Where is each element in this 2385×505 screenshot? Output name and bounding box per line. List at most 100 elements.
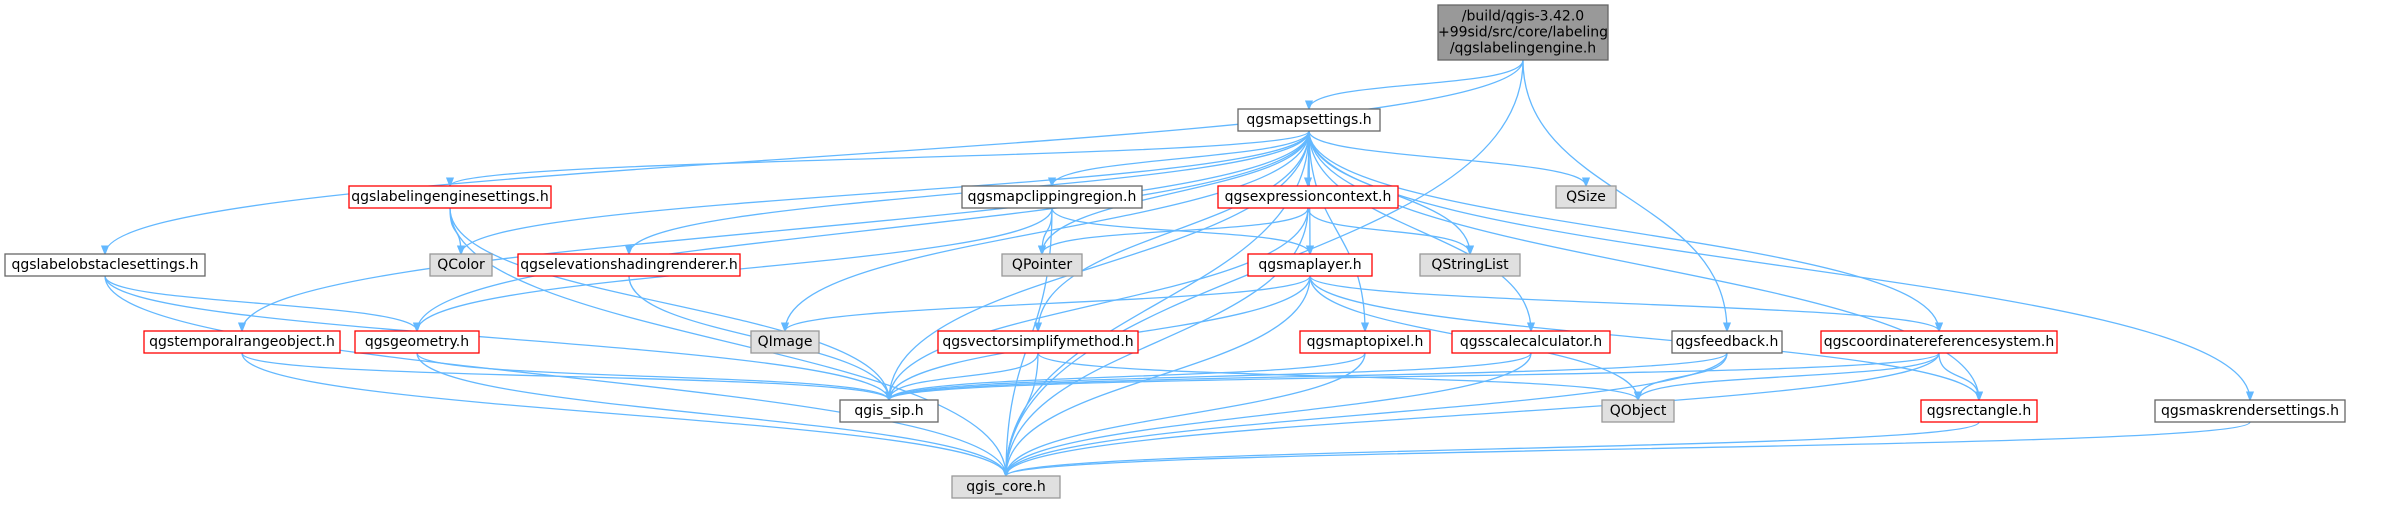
- node-label-qgstemporalrangeobject: qgstemporalrangeobject.h: [149, 334, 335, 350]
- node-label-qgscoordinatereferencesystem: qgscoordinatereferencesystem.h: [1824, 334, 2055, 350]
- node-box-qgscoordinatereferencesystem[interactable]: [1820, 330, 2058, 354]
- node-qobject[interactable]: QObject: [1601, 399, 1675, 423]
- node-box-qgselevationshadingrenderer[interactable]: [517, 253, 741, 277]
- edge-root-to-qgslabelobstaclesettings: [105, 59, 1524, 254]
- node-box-qgstemporalrangeobject[interactable]: [143, 330, 341, 354]
- edge-qgslabelingenginesettings-to-qgis_sip: [449, 207, 889, 400]
- node-box-qgslabelobstaclesettings[interactable]: [4, 253, 206, 277]
- node-label-qpointer: QPointer: [1012, 257, 1072, 273]
- edge-qgslabelingenginesettings-to-qgis_core: [449, 207, 1006, 476]
- node-label-qcolor: QColor: [437, 257, 485, 273]
- node-qimage[interactable]: QImage: [750, 330, 820, 354]
- node-box-qgsfeedback[interactable]: [1671, 330, 1783, 354]
- node-qgselevationshadingrenderer[interactable]: qgselevationshadingrenderer.h: [517, 253, 741, 277]
- node-box-qgsscalecalculator[interactable]: [1451, 330, 1611, 354]
- edge-qgscoordinatereferencesystem-to-qobject: [1638, 352, 1940, 400]
- edge-qgsgeometry-to-qgis_core: [416, 352, 1006, 476]
- node-qgsmaptopixel[interactable]: qgsmaptopixel.h: [1299, 330, 1431, 354]
- edge-root-to-qgsfeedback: [1522, 59, 1727, 331]
- node-label-qgsfeedback: qgsfeedback.h: [1676, 334, 1779, 350]
- edge-qgsmapsettings-to-qcolor: [461, 130, 1310, 254]
- edge-qgsmapsettings-to-qpointer: [1042, 130, 1310, 254]
- edge-qgsexpressioncontext-to-qstringlist: [1307, 207, 1470, 254]
- edge-qgsmapsettings-to-qgsmaptopixel: [1308, 130, 1365, 331]
- node-qgscoordinatereferencesystem[interactable]: qgscoordinatereferencesystem.h: [1820, 330, 2058, 354]
- node-qgsmapclippingregion[interactable]: qgsmapclippingregion.h: [961, 185, 1143, 209]
- node-box-qimage[interactable]: [750, 330, 820, 354]
- node-label-qgsvectorsimplifymethod: qgsvectorsimplifymethod.h: [942, 334, 1133, 350]
- edge-qgsexpressioncontext-to-qpointer: [1042, 207, 1309, 254]
- edge-qgsvectorsimplifymethod-to-qgis_sip: [889, 352, 1039, 400]
- node-qpointer[interactable]: QPointer: [1001, 253, 1083, 277]
- file-nodes: /build/qgis-3.42.0+99sid/src/core/labeli…: [4, 4, 2346, 499]
- node-label-qgis_sip: qgis_sip.h: [854, 403, 923, 419]
- node-box-qgsgeometry[interactable]: [354, 330, 480, 354]
- node-qstringlist[interactable]: QStringList: [1419, 253, 1521, 277]
- node-box-qgsexpressioncontext[interactable]: [1217, 185, 1399, 209]
- node-label-root-line-3: /qgslabelingengine.h: [1450, 41, 1596, 57]
- node-box-root[interactable]: [1437, 4, 1609, 61]
- edge-qgsmaskrendersettings-to-qgis_core: [1006, 421, 2251, 476]
- node-box-qgsvectorsimplifymethod[interactable]: [937, 330, 1139, 354]
- node-box-qcolor[interactable]: [429, 253, 493, 277]
- edge-qgsscalecalculator-to-qgis_sip: [889, 352, 1532, 401]
- node-qgsrectangle[interactable]: qgsrectangle.h: [1920, 399, 2038, 423]
- node-qgsmaskrendersettings[interactable]: qgsmaskrendersettings.h: [2154, 399, 2346, 423]
- node-box-qobject[interactable]: [1601, 399, 1675, 423]
- edge-qgscoordinatereferencesystem-to-qgis_sip: [889, 352, 1940, 400]
- node-label-qgsmaptopixel: qgsmaptopixel.h: [1307, 334, 1424, 350]
- node-box-qgis_sip[interactable]: [839, 399, 939, 423]
- node-qgstemporalrangeobject[interactable]: qgstemporalrangeobject.h: [143, 330, 341, 354]
- node-qgslabelingenginesettings[interactable]: qgslabelingenginesettings.h: [348, 185, 552, 209]
- node-qgsmapsettings[interactable]: qgsmapsettings.h: [1237, 108, 1381, 132]
- edge-qgscoordinatereferencesystem-to-qgsrectangle: [1938, 352, 1979, 400]
- edge-qgsmapsettings-to-qgstemporalrangeobject: [242, 130, 1310, 331]
- node-qgsexpressioncontext[interactable]: qgsexpressioncontext.h: [1217, 185, 1399, 209]
- node-box-qgslabelingenginesettings[interactable]: [348, 185, 552, 209]
- node-label-qgsmaplayer: qgsmaplayer.h: [1258, 257, 1361, 273]
- node-qgsmaplayer[interactable]: qgsmaplayer.h: [1247, 253, 1373, 277]
- edge-qgslabelobstaclesettings-to-qgis_sip: [104, 275, 889, 400]
- node-qgis_sip[interactable]: qgis_sip.h: [839, 399, 939, 423]
- edge-qgsrectangle-to-qgis_core: [1006, 421, 1980, 476]
- edge-qgsmapsettings-to-qgsmapclippingregion: [1052, 130, 1310, 186]
- node-label-qsize: QSize: [1566, 189, 1606, 205]
- node-qsize[interactable]: QSize: [1555, 185, 1617, 209]
- node-label-qgslabelobstaclesettings: qgslabelobstaclesettings.h: [11, 257, 198, 273]
- edge-qgstemporalrangeobject-to-qgis_core: [241, 352, 1006, 476]
- node-box-qgsmaskrendersettings[interactable]: [2154, 399, 2346, 423]
- edge-qgslabelobstaclesettings-to-qgsgeometry: [104, 275, 417, 331]
- node-qcolor[interactable]: QColor: [429, 253, 493, 277]
- node-box-qgsmaplayer[interactable]: [1247, 253, 1373, 277]
- node-qgsgeometry[interactable]: qgsgeometry.h: [354, 330, 480, 354]
- node-qgis_core[interactable]: qgis_core.h: [951, 475, 1061, 499]
- node-label-qgsscalecalculator: qgsscalecalculator.h: [1460, 334, 1602, 350]
- node-qgsscalecalculator[interactable]: qgsscalecalculator.h: [1451, 330, 1611, 354]
- node-root[interactable]: /build/qgis-3.42.0+99sid/src/core/labeli…: [1437, 4, 1609, 61]
- node-box-qgsmaptopixel[interactable]: [1299, 330, 1431, 354]
- node-box-qgsmapsettings[interactable]: [1237, 108, 1381, 132]
- node-box-qpointer[interactable]: [1001, 253, 1083, 277]
- node-box-qgsrectangle[interactable]: [1920, 399, 2038, 423]
- node-label-qgsmapsettings: qgsmapsettings.h: [1246, 112, 1371, 128]
- node-box-qgsmapclippingregion[interactable]: [961, 185, 1143, 209]
- node-box-qstringlist[interactable]: [1419, 253, 1521, 277]
- edge-qgsmapsettings-to-qgsrectangle: [1308, 130, 1979, 400]
- edge-qgsmapsettings-to-qgscoordinatereferencesystem: [1308, 130, 1939, 331]
- node-label-qobject: QObject: [1610, 403, 1667, 419]
- node-qgsfeedback[interactable]: qgsfeedback.h: [1671, 330, 1783, 354]
- edge-qgsfeedback-to-qgis_core: [1006, 352, 1728, 476]
- edge-qgsmaplayer-to-qgscoordinatereferencesystem: [1309, 275, 1939, 332]
- edge-qgsfeedback-to-qgis_sip: [889, 352, 1728, 400]
- node-qgsvectorsimplifymethod[interactable]: qgsvectorsimplifymethod.h: [937, 330, 1139, 354]
- node-label-root-line-1: /build/qgis-3.42.0: [1462, 9, 1584, 25]
- node-label-root-line-2: +99sid/src/core/labeling: [1438, 25, 1608, 41]
- node-box-qgis_core[interactable]: [951, 475, 1061, 499]
- edge-root-to-qgsmapsettings: [1309, 59, 1524, 109]
- node-qgslabelobstaclesettings[interactable]: qgslabelobstaclesettings.h: [4, 253, 206, 277]
- node-box-qsize[interactable]: [1555, 185, 1617, 209]
- edge-qgsmaplayer-to-qgsrectangle: [1309, 275, 1979, 400]
- edge-qgsmapsettings-to-qgsgeometry: [417, 130, 1310, 331]
- node-label-qimage: QImage: [758, 334, 813, 350]
